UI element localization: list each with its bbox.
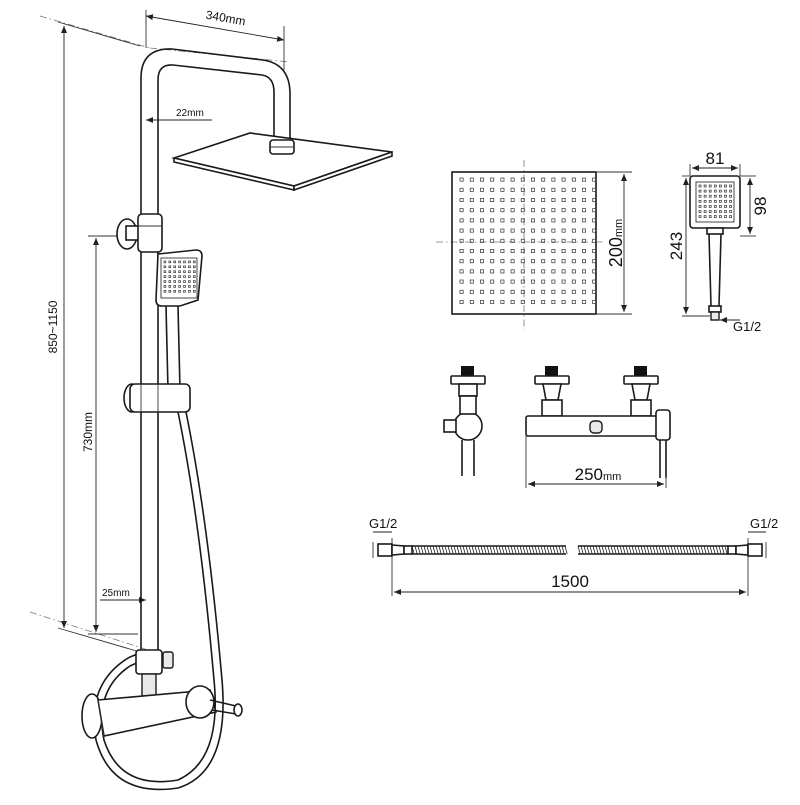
rain-shower-head: [171, 132, 393, 192]
riser-offset-label: 22mm: [176, 108, 204, 119]
hand-length-label: 243: [667, 232, 686, 260]
hand-shower-hose: [93, 411, 224, 791]
mixer-front-view: 250mm: [525, 366, 671, 488]
hand-width-label: 81: [706, 149, 725, 168]
hand-length-dimension: 243: [667, 175, 710, 317]
slide-holder: [123, 383, 191, 413]
hand-shower-dots: [698, 184, 732, 218]
hose-view: G1/2 G1/2 1500: [369, 516, 778, 596]
hand-shower-on-bar: [155, 249, 203, 391]
mixer-side-view: [443, 366, 486, 476]
perspective-guide-lines: [29, 15, 291, 651]
riser-offset-dimension: 22mm: [146, 108, 212, 123]
svg-text:200mm: 200mm: [606, 219, 626, 267]
bar-height-label: 730mm: [81, 412, 95, 452]
svg-text:250mm: 250mm: [575, 465, 622, 484]
hose-thread-left-label: G1/2: [369, 516, 397, 531]
hand-shower-view: 81 98 243 G1/2: [667, 149, 770, 334]
hand-width-dimension: 81: [689, 149, 741, 176]
mixer-width-value: 250: [575, 465, 603, 484]
hand-thread-label: G1/2: [733, 319, 761, 334]
hose-length-dimension: 1500: [394, 572, 746, 595]
hand-head-height-dimension: 98: [740, 175, 770, 237]
riser-width-label: 340mm: [205, 8, 247, 29]
hose-length-label: 1500: [551, 572, 589, 591]
diverter: [135, 649, 174, 699]
head-nozzle-dots: [459, 177, 597, 304]
wall-offset-dimension: 25mm: [100, 588, 146, 603]
wall-offset-label: 25mm: [102, 588, 130, 599]
hose-coil: [411, 545, 728, 555]
total-height-dimension: 850~1150: [46, 21, 141, 653]
bottom-mixer: [81, 685, 243, 739]
head-size-unit: mm: [613, 219, 625, 237]
head-size-value: 200: [606, 237, 626, 267]
riser-pipe: [140, 48, 291, 660]
shower-column-view: 850~1150 730mm 340mm 22mm 25mm: [29, 8, 393, 791]
mixer-width-dimension: 250mm: [525, 436, 667, 488]
hand-thread-callout: G1/2: [720, 317, 761, 334]
head-size-dimension: 200mm: [596, 171, 632, 315]
total-height-label: 850~1150: [46, 300, 60, 353]
riser-width-dimension: 340mm: [145, 8, 285, 70]
hose-thread-right-label: G1/2: [750, 516, 778, 531]
hand-shower-nozzle-dots: [163, 260, 196, 293]
square-head-view: 200mm: [436, 160, 632, 330]
mixer-width-unit: mm: [603, 471, 621, 483]
bar-height-dimension: 730mm: [81, 235, 138, 635]
upper-wall-bracket: [116, 213, 163, 253]
hand-head-height-label: 98: [751, 197, 770, 216]
